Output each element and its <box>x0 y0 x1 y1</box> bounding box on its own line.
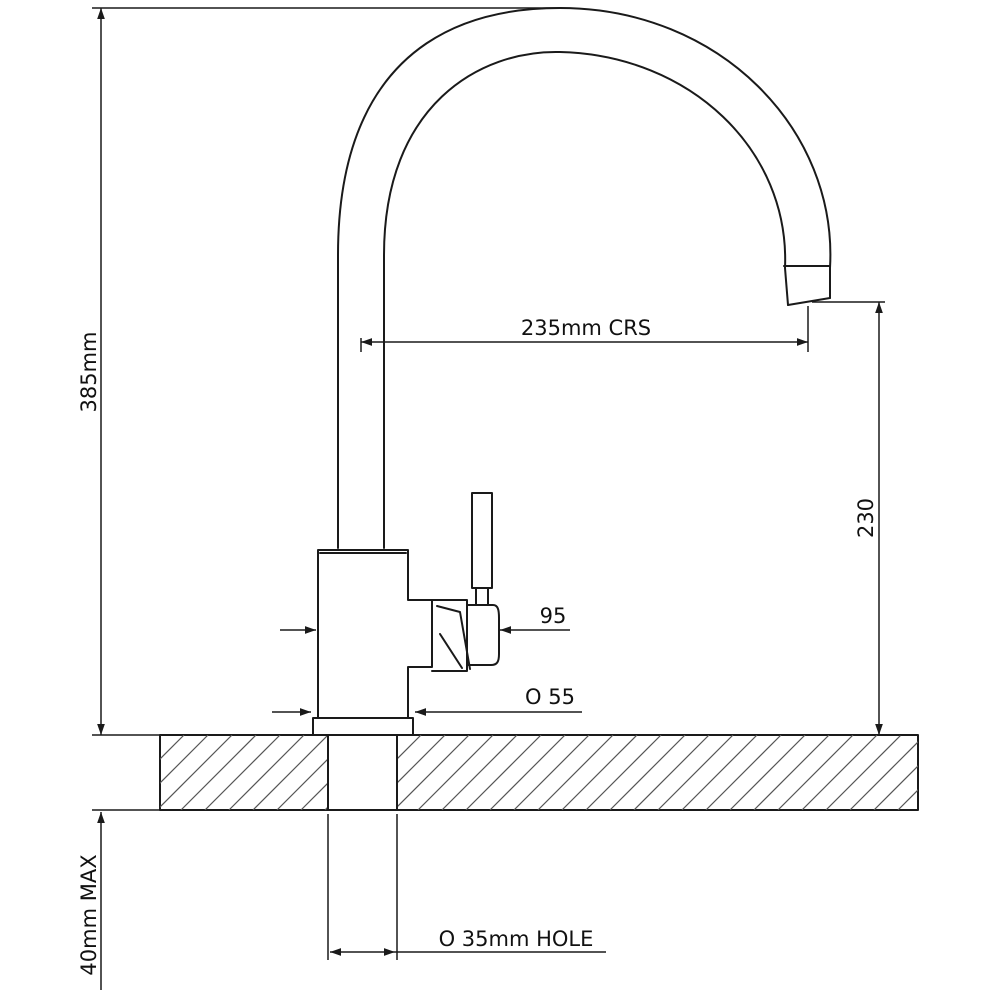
hatch-line <box>681 735 758 810</box>
hatch-line <box>633 735 710 810</box>
hatch-line <box>705 735 782 810</box>
hatch-line <box>397 735 470 808</box>
countertop <box>159 734 1000 811</box>
hatch-line <box>441 735 518 810</box>
hatch-line <box>513 735 590 810</box>
lever-hub-chamfer <box>439 633 463 669</box>
label-hole-diameter: O 35mm HOLE <box>439 927 594 951</box>
spout-inner-curve <box>383 50 789 549</box>
hatch-line <box>252 735 328 810</box>
hatch-line <box>160 735 233 808</box>
hatch-line <box>825 735 902 810</box>
countertop-outline <box>159 734 919 811</box>
hatch-line <box>897 789 918 810</box>
hatch-line <box>180 735 257 810</box>
lever-hub <box>431 599 468 672</box>
label-max-thickness: 40mm MAX <box>77 854 101 975</box>
spout-outer-curve <box>337 7 832 549</box>
hatch-line <box>397 735 446 784</box>
lever-cap <box>466 604 500 666</box>
hatch-line <box>465 735 542 810</box>
hatch-line <box>204 735 281 810</box>
label-spout-height: 230 <box>854 498 878 538</box>
label-height-total: 385mm <box>77 332 101 413</box>
hatch-line <box>160 735 209 784</box>
hatch-line <box>922 735 997 810</box>
hatch-line <box>946 735 1000 810</box>
lever-stem <box>475 587 489 606</box>
extension-lines <box>92 7 918 960</box>
hatch-line <box>537 735 614 810</box>
hatch-line <box>561 735 638 810</box>
hatch-line <box>160 735 185 760</box>
hatch-line <box>160 735 161 736</box>
countertop-hatch-right <box>397 735 1000 810</box>
lever-handle <box>471 492 493 589</box>
base-plate <box>312 717 414 736</box>
hatch-line <box>657 735 734 810</box>
labels: 385mm 235mm CRS 230 95 O 55 40mm MAX O 3… <box>77 316 878 976</box>
hatch-line <box>609 735 686 810</box>
hatch-line <box>417 735 494 810</box>
hatch-line <box>849 741 918 810</box>
hatch-line <box>324 806 328 810</box>
faucet-body <box>317 549 433 719</box>
hatch-line <box>585 735 662 810</box>
hatch-line <box>801 735 878 810</box>
hatch-line <box>873 765 918 810</box>
hatch-line <box>489 735 566 810</box>
hatch-line <box>777 735 854 810</box>
hatch-line <box>276 758 328 810</box>
hatch-line <box>228 735 305 810</box>
label-body-width: 95 <box>540 604 567 628</box>
hatch-line <box>397 735 422 760</box>
countertop-hatch-left <box>160 735 424 810</box>
hatch-line <box>970 735 1000 810</box>
label-base-diameter: O 55 <box>525 685 575 709</box>
hatch-line <box>300 782 328 810</box>
label-spout-reach: 235mm CRS <box>521 316 651 340</box>
hatch-line <box>729 735 806 810</box>
faucet <box>312 7 832 736</box>
hatch-line <box>349 735 424 810</box>
lever-hub-inner <box>436 605 471 670</box>
hatch-line <box>397 735 398 736</box>
dimensions <box>97 7 883 990</box>
hatch-line <box>753 735 830 810</box>
spout-outlet-nozzle <box>783 265 831 306</box>
